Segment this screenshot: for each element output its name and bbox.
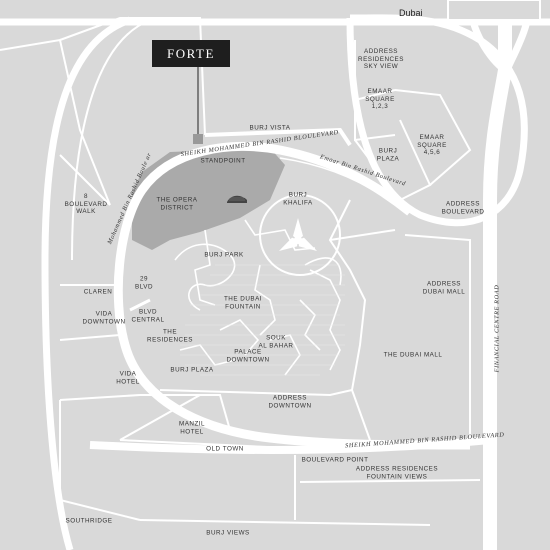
label-claren: CLAREN	[83, 288, 113, 296]
label-blvd-central: BLVD CENTRAL	[131, 308, 165, 324]
label-address-residences-fountain-views: ADDRESS RESIDENCES FOUNTAIN VIEWS	[355, 465, 439, 481]
ring-road	[113, 141, 471, 450]
financial-centre-road-label: FINANCIAL CENTRE ROAD	[493, 284, 501, 373]
label-address-dubai-mall: ADDRESS DUBAI MALL	[422, 280, 466, 296]
label-burj-vista: BURJ VISTA	[249, 124, 291, 132]
label-standpoint: STANDPOINT	[200, 157, 246, 165]
right-loop-road	[346, 14, 528, 227]
bottom-boulevard	[89, 436, 491, 454]
label-address-downtown: ADDRESS DOWNTOWN	[268, 394, 312, 410]
label-the-opera-district: THE OPERA DISTRICT	[156, 196, 198, 212]
forte-project-tag[interactable]: FORTE	[152, 40, 230, 67]
burj-khalifa-icon	[278, 218, 318, 251]
label-old-town: OLD TOWN	[206, 445, 244, 453]
label-burj-plaza: BURJ PLAZA	[170, 366, 214, 374]
label-the-dubai-mall: THE DUBAI MALL	[383, 351, 443, 359]
block-lines	[0, 17, 481, 526]
dubai-road-label: Dubai	[399, 8, 423, 18]
label-vida-downtown: VIDA DOWNTOWN	[82, 310, 126, 326]
left-arc-road	[41, 16, 132, 550]
label-address-boulevard: ADDRESS BOULEVARD	[441, 200, 485, 216]
label-the-residences: THE RESIDENCES	[147, 328, 193, 344]
label-boulevard-point: BOULEVARD POINT	[301, 456, 369, 464]
label-address-residences-sky-view: ADDRESS RESIDENCES SKY VIEW	[358, 47, 404, 70]
financial-centre-road-line	[483, 0, 512, 550]
label-emaar-square-123: EMAAR SQUARE 1,2,3	[365, 87, 395, 110]
label-manzil-hotel: MANZIL HOTEL	[178, 420, 206, 436]
forte-site-marker	[193, 134, 203, 144]
label-burj-views: BURJ VIEWS	[206, 529, 250, 537]
lake-texture	[180, 264, 345, 376]
label-29-blvd: 29 BLVD	[135, 275, 153, 291]
label-burj-khalifa: BURJ KHALIFA	[283, 191, 313, 207]
burj-khalifa-ring	[259, 194, 341, 276]
label-souk-al-bahar: SOUK AL BAHAR	[258, 334, 294, 350]
opera-district-area	[132, 148, 285, 250]
label-southridge: SOUTHRIDGE	[65, 517, 113, 525]
label-emaar-square-456: EMAAR SQUARE 4,5,6	[417, 133, 447, 156]
label-vida-hotel: VIDA HOTEL	[116, 370, 140, 386]
label-the-dubai-fountain: THE DUBAI FOUNTAIN	[223, 295, 263, 311]
opera-house-icon	[227, 195, 247, 203]
label-burj-plaza-top: BURJ PLAZA	[376, 147, 400, 163]
label-8-boulevard-walk: 8 BOULEVARD WALK	[64, 192, 108, 215]
label-burj-park: BURJ PARK	[204, 251, 244, 259]
label-palace-downtown: PALACE DOWNTOWN	[226, 348, 270, 364]
park-paths	[174, 219, 342, 376]
